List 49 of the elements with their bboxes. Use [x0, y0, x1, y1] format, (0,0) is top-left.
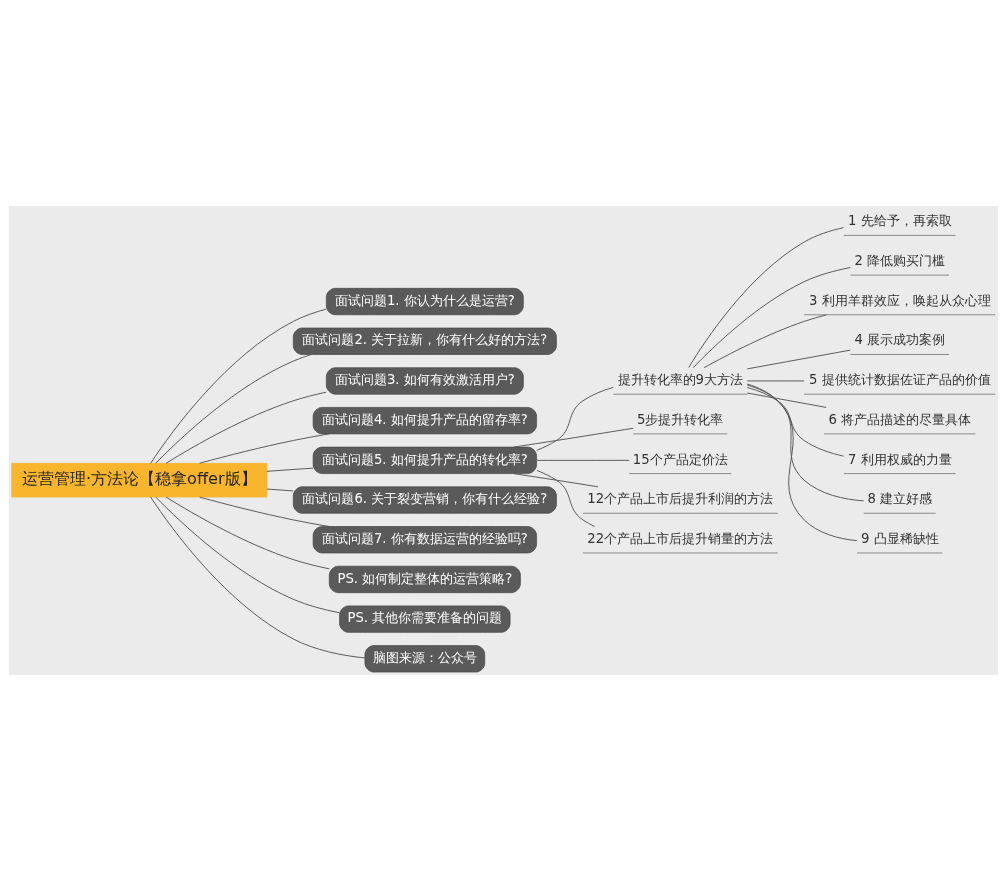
node-text: 4 展示成功案例 — [854, 332, 946, 348]
connector — [746, 349, 851, 370]
connector — [746, 383, 858, 542]
connector — [703, 314, 827, 369]
node-text: 5 提供统计数据佐证产品的价值 — [808, 372, 991, 388]
node-text: 7 利用权威的力量 — [847, 451, 952, 467]
node-box: 脑图来源：公众号 — [364, 645, 486, 673]
node-text: 1 先给予，再索取 — [847, 213, 952, 229]
node-text: 5步提升转化率 — [637, 411, 724, 427]
connector — [692, 267, 851, 369]
node-box: 面试问题6. 关于裂变营销，你有什么经验? — [292, 486, 557, 514]
node-text: 12个产品上市后提升利润的方法 — [587, 491, 774, 507]
node-text: 22个产品上市后提升销量的方法 — [587, 530, 774, 546]
node-text: 6 将产品描述的尽量具体 — [828, 411, 972, 427]
connector — [165, 496, 330, 570]
node-box: 运营管理·方法论【稳拿offer版】 — [11, 462, 268, 498]
node-text: 9 凸显稀缺性 — [860, 530, 939, 546]
node-box: PS. 如何制定整体的运营策略? — [328, 565, 521, 594]
node-text: 15个产品定价法 — [632, 451, 728, 467]
node-box: 面试问题3. 如何有效激活用户? — [325, 367, 524, 395]
node-text: 2 降低购买门槛 — [854, 253, 946, 269]
connector — [746, 380, 805, 382]
node-box: PS. 其他你需要准备的问题 — [339, 605, 511, 633]
connector — [513, 427, 634, 448]
connector — [746, 384, 865, 502]
node-box: 面试问题5. 如何提升产品的转化率? — [312, 446, 537, 474]
connector — [746, 392, 827, 408]
node-box: 面试问题2. 关于拉新，你有什么好的方法? — [292, 327, 557, 355]
connector — [536, 469, 596, 527]
connector — [536, 386, 614, 451]
connector — [513, 473, 599, 488]
connector — [266, 488, 294, 492]
connector — [150, 308, 327, 464]
connector — [746, 386, 845, 457]
connector — [199, 433, 330, 464]
node-box: 面试问题7. 你有数据运营的经验吗? — [312, 526, 537, 554]
connector — [266, 467, 314, 472]
node-text: 3 利用羊群效应，唤起从众心理 — [808, 292, 991, 308]
connector — [199, 496, 330, 527]
connector — [536, 459, 630, 461]
connector — [165, 391, 327, 464]
connector — [688, 227, 845, 368]
node-text: 8 建立好感 — [867, 491, 933, 507]
connector — [155, 354, 312, 464]
connector — [150, 496, 366, 659]
node-box: 面试问题1. 你认为什么是运营? — [325, 287, 524, 316]
node-box: 面试问题4. 如何提升产品的留存率? — [312, 407, 537, 435]
connector — [155, 496, 340, 614]
node-text: 提升转化率的9大方法 — [617, 372, 743, 388]
